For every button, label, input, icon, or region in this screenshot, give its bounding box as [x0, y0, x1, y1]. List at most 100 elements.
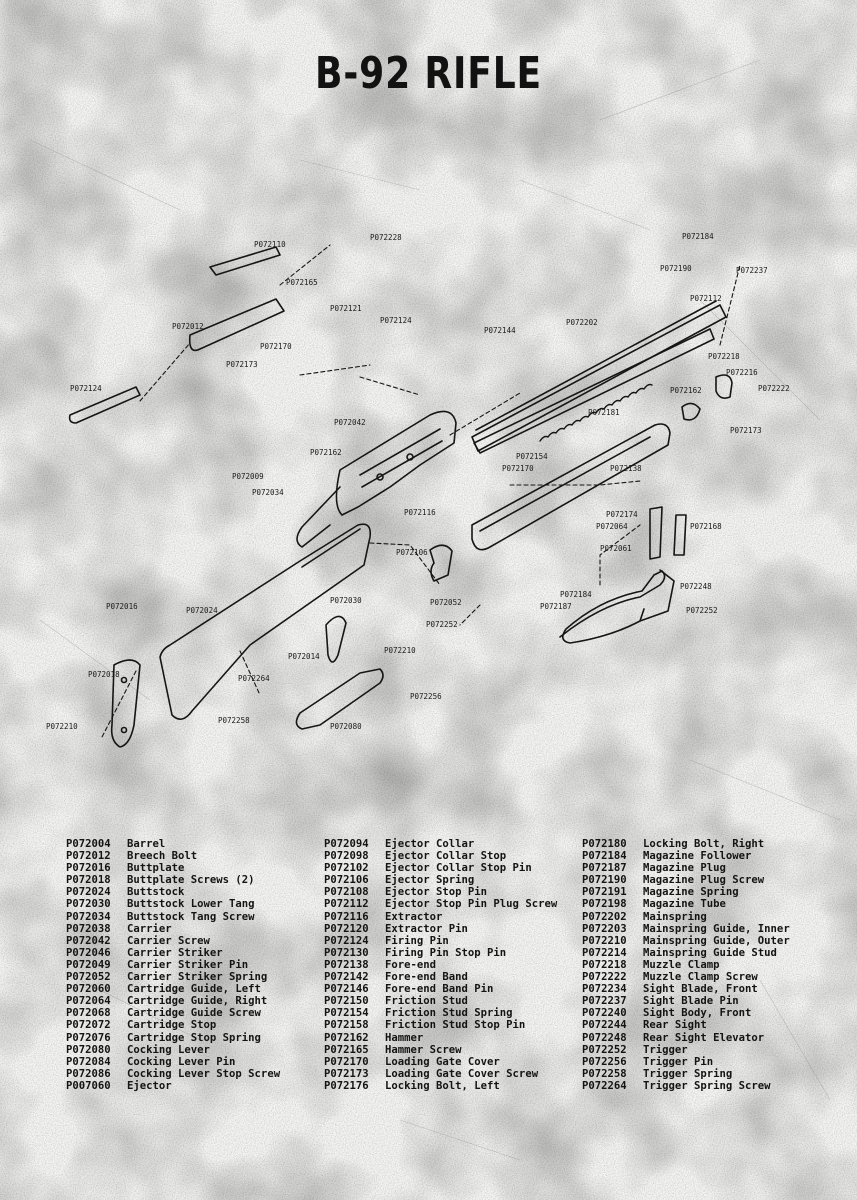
part-name: Sight Blade, Front: [643, 983, 758, 996]
part-name: Sight Blade Pin: [643, 995, 739, 1008]
part-number: P072108: [324, 886, 369, 899]
callout-label: P072190: [660, 264, 692, 273]
part-number: P072203: [582, 922, 627, 935]
callout-label: P072124: [70, 384, 102, 393]
part-name: Fore-end: [385, 958, 437, 971]
part-number: P072064: [66, 995, 111, 1008]
part-name: Magazine Tube: [643, 898, 726, 911]
callout-label: P072162: [310, 448, 342, 457]
part-name: Buttplate: [127, 862, 185, 875]
part-name: Ejector Stop Pin Plug Screw: [385, 898, 558, 911]
callout-label: P072012: [172, 322, 204, 331]
page-title: B-92 RIFLE: [315, 48, 542, 99]
part-name: Magazine Plug Screw: [643, 874, 765, 887]
part-number: P072202: [582, 910, 627, 923]
part-name: Buttstock Lower Tang: [127, 898, 255, 911]
callout-label: P072162: [670, 386, 702, 395]
callout-label: P072052: [430, 598, 462, 607]
part-number: P072184: [582, 850, 627, 863]
mainspring-guide-part: [649, 506, 687, 560]
callout-label: P072042: [334, 418, 366, 427]
part-number: P072034: [66, 910, 111, 923]
part-number: P072116: [324, 910, 369, 923]
part-number: P072130: [324, 946, 369, 959]
part-name: Cartridge Stop: [127, 1019, 217, 1032]
callout-label: P072173: [226, 360, 258, 369]
part-name: Ejector: [127, 1079, 172, 1092]
part-number: P072214: [582, 946, 627, 959]
part-name: Barrel: [127, 838, 166, 850]
muzzle-clamp-part: [681, 374, 733, 421]
callout-label: P072210: [46, 722, 78, 731]
part-number: P072237: [582, 995, 627, 1008]
part-number: P072240: [582, 1007, 627, 1020]
part-number: P072256: [582, 1055, 627, 1068]
callout-label: P072264: [238, 674, 270, 683]
part-number: P072102: [324, 862, 369, 875]
part-number: P072060: [66, 983, 111, 996]
callout-label: P072124: [380, 316, 412, 325]
part-name: Buttstock Tang Screw: [127, 910, 255, 923]
part-number: P072094: [324, 838, 369, 850]
part-number: P072190: [582, 874, 627, 887]
part-number: P072218: [582, 958, 627, 971]
buttplate-part: [110, 659, 141, 748]
part-number: P072252: [582, 1043, 627, 1056]
part-number: P072068: [66, 1007, 111, 1020]
callout-label: P072016: [106, 602, 138, 611]
part-number: P072198: [582, 898, 627, 911]
part-row: P072190 Magazine Plug Screw: [582, 874, 790, 886]
callout-label: P072202: [566, 318, 598, 327]
part-row: P072072 Cartridge Stop: [66, 1019, 280, 1031]
callout-label: P072034: [252, 488, 284, 497]
part-name: Sight Body, Front: [643, 1007, 752, 1020]
part-number: P072150: [324, 995, 369, 1008]
callout-label: P072030: [330, 596, 362, 605]
part-name: Rear Sight: [643, 1019, 707, 1032]
part-number: P072072: [66, 1019, 111, 1032]
part-name: Carrier Striker Spring: [127, 971, 268, 984]
callout-label: P072064: [596, 522, 628, 531]
part-number: P072222: [582, 971, 627, 984]
part-name: Friction Stud Stop Pin: [385, 1019, 526, 1032]
part-name: Hammer Screw: [385, 1043, 462, 1056]
part-name: Cocking Lever Stop Screw: [127, 1067, 281, 1080]
part-number: P072264: [582, 1079, 627, 1092]
part-name: Hammer: [385, 1031, 424, 1044]
callout-label: P072210: [384, 646, 416, 655]
callout-label: P072216: [726, 368, 758, 377]
part-name: Ejector Collar: [385, 838, 475, 850]
part-name: Friction Stud Spring: [385, 1007, 513, 1020]
callout-label: P072181: [588, 408, 620, 417]
part-name: Trigger Spring: [643, 1067, 733, 1080]
part-row: P072034 Buttstock Tang Screw: [66, 911, 280, 923]
part-name: Mainspring Guide, Outer: [643, 934, 790, 947]
callout-label: P072014: [288, 652, 320, 661]
